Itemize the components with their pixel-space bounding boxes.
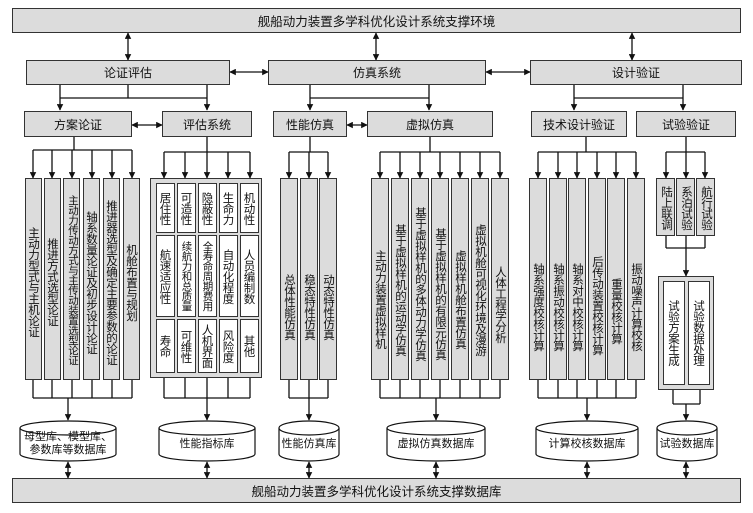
- tech-verify-item: 轴系对中校核计算: [568, 178, 586, 380]
- eval-stealth: 隐蔽性: [198, 183, 217, 233]
- performance-simulation-database: 性能仿真库: [278, 420, 340, 462]
- scheme-item: 机舱布置与规划: [123, 178, 140, 380]
- tech-verify-item: 重量校核计算: [607, 178, 625, 380]
- eval-life: 寿命: [156, 319, 175, 373]
- virtual-simulation-box: 虚拟仿真: [367, 111, 493, 137]
- perf-sim-item: 动态特性仿真: [319, 178, 337, 380]
- test-database: 试验数据库: [656, 420, 718, 462]
- perf-sim-item: 稳态特性仿真: [300, 178, 318, 380]
- evaluation-system-box: 评估系统: [162, 111, 252, 137]
- eval-manufacturability: 可造性: [177, 183, 196, 233]
- eval-maintainability: 可维性: [177, 319, 196, 373]
- eval-survivability: 生命力: [219, 183, 238, 233]
- eval-hmi: 人机界面: [198, 319, 217, 373]
- eval-staffing: 人员编制数: [240, 235, 259, 317]
- tech-verify-item: 轴系强度校核计算: [529, 178, 547, 380]
- eval-endurance-mass: 续航力和总质量: [177, 235, 196, 317]
- evaluation-criteria-panel: 居住性 可造性 隐蔽性 生命力 机动性 航速适应性 续航力和总质量 全寿命周期费…: [150, 178, 262, 378]
- test-item-land-joint: 陆上联调: [656, 178, 675, 236]
- test-data-processing: 试验数据处理: [688, 281, 710, 385]
- eval-mobility: 机动性: [240, 183, 259, 233]
- scheme-item: 主动力传动方式与主传动装置选型论证: [63, 178, 80, 380]
- virtual-sim-item: 主动力装置虚拟样机: [371, 178, 389, 380]
- scheme-demonstration-box: 方案论证: [24, 111, 132, 137]
- test-verification-box: 试验验证: [636, 111, 736, 137]
- bottom-bar-support-database: 舰船动力装置多学科优化设计系统支撑数据库: [12, 478, 741, 503]
- test-item-mooring: 系泊试验: [676, 178, 695, 236]
- test-results-panel: 试验方案生成 试验数据处理: [658, 276, 714, 390]
- perf-sim-item: 总体性能仿真: [280, 178, 298, 380]
- performance-index-database: 性能指标库: [158, 420, 256, 462]
- technical-design-verification-box: 技术设计验证: [531, 111, 627, 137]
- test-item-sailing: 航行试验: [696, 178, 715, 236]
- simulation-system-box: 仿真系统: [268, 60, 486, 85]
- eval-lifecycle-cost: 全寿命周期费用: [198, 235, 217, 317]
- virtual-sim-item: 虚拟机舱可视化环境及漫游: [471, 178, 489, 380]
- eval-other: 其他: [240, 319, 259, 373]
- virtual-sim-item: 基于虚拟样机的运动学仿真: [391, 178, 409, 380]
- performance-simulation-box: 性能仿真: [273, 111, 347, 137]
- test-plan-generation: 试验方案生成: [663, 281, 685, 385]
- virtual-sim-item: 基于虚拟样机的有限元仿真: [431, 178, 449, 380]
- eval-habitability: 居住性: [156, 183, 175, 233]
- virtual-simulation-database: 虚拟仿真数据库: [386, 420, 486, 462]
- scheme-item: 推进器选型及确定主要参数的论证: [103, 178, 120, 380]
- scheme-item: 主动力型式与主机论证: [25, 178, 42, 380]
- design-verification-box: 设计验证: [530, 60, 742, 85]
- eval-risk: 风险度: [219, 319, 238, 373]
- tech-verify-item: 轴系振动校核计算: [549, 178, 567, 380]
- tech-verify-item: 振动噪声计算校核: [627, 178, 645, 380]
- tech-verify-item: 后传动装置校核计算: [588, 178, 606, 380]
- virtual-sim-item: 基于虚拟样机的多体动力学仿真: [411, 178, 429, 380]
- eval-speed-adaptability: 航速适应性: [156, 235, 175, 317]
- analysis-evaluation-box: 论证评估: [26, 60, 230, 85]
- prototype-model-parameter-database: 母型库、模型库、参数库等数据库: [19, 420, 117, 462]
- scheme-item: 轴系数量论证及初步设计论证: [83, 178, 100, 380]
- virtual-sim-item: 人体工程学分析: [491, 178, 509, 380]
- scheme-item: 推进方式选型论证: [44, 178, 61, 380]
- eval-automation: 自动化程度: [219, 235, 238, 317]
- calculation-check-database: 计算校核数据库: [535, 420, 639, 462]
- virtual-sim-item: 虚拟样机舱布置仿真: [451, 178, 469, 380]
- top-bar-support-environment: 舰船动力装置多学科优化设计系统支撑环境: [12, 8, 741, 33]
